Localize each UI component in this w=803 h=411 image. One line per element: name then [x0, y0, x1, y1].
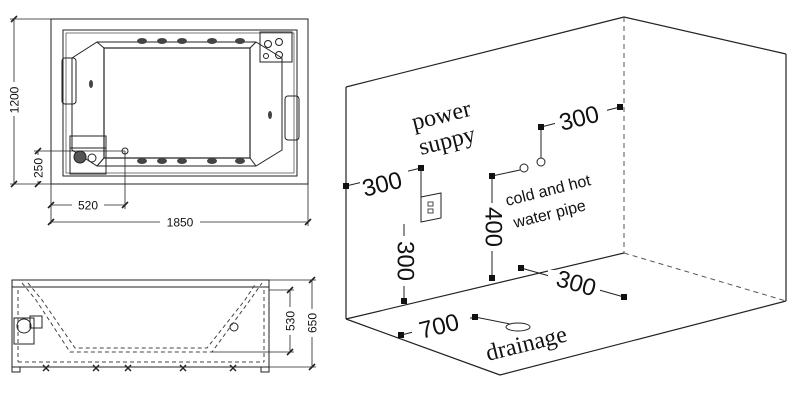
wall-floor-seam [345, 252, 625, 320]
side-dimension-ticks [286, 276, 316, 371]
room-corner-view [345, 16, 787, 376]
basin-corner-line [249, 41, 257, 49]
side-fitting-icon [229, 322, 239, 332]
tub-rim [62, 29, 298, 177]
label-bg [548, 270, 600, 296]
cold-water-pipe-icon [519, 163, 529, 173]
side-pump-motor-icon [16, 318, 32, 334]
label-bg [412, 313, 470, 339]
dim-label-250: 250 [32, 158, 46, 178]
room-hidden-edges [623, 17, 787, 302]
floor-front-edge [345, 318, 501, 376]
side-leg [260, 366, 270, 373]
power-outlet-icon [420, 168, 442, 223]
side-pump-body [13, 317, 35, 345]
label-bg [305, 309, 319, 337]
hot-water-pipe-icon [536, 157, 546, 167]
side-pump-fitting [29, 315, 43, 329]
pump-box [69, 135, 107, 175]
side-jets [89, 80, 272, 119]
right-headrest [284, 95, 300, 141]
plan-dimension-lines [10, 18, 309, 226]
label-bg [72, 199, 104, 212]
dim-label-1850: 1850 [167, 216, 194, 230]
label-bg [482, 203, 502, 251]
label-bg [32, 155, 45, 181]
label-bg [283, 307, 297, 335]
side-basin-dashed [17, 282, 265, 363]
dim-label-520: 520 [78, 199, 98, 213]
bathtub-plan-view [50, 18, 309, 185]
plan-dimension-ticks [10, 15, 312, 226]
basin-corner-line [96, 41, 105, 49]
dim-label-1200: 1200 [8, 86, 22, 113]
jet-row-top [137, 38, 245, 44]
control-panel [259, 31, 293, 63]
label-bg [360, 170, 408, 196]
drain-hole-icon [505, 322, 531, 332]
label-bg [395, 236, 415, 286]
dim-label-650: 650 [306, 313, 320, 333]
control-knob-icon [275, 51, 283, 59]
side-outer-frame [11, 279, 270, 368]
tub-rim-inner [65, 32, 295, 174]
side-base-marks [42, 364, 237, 372]
floor-right-edge [499, 300, 787, 376]
label-bg [160, 216, 200, 229]
tub-outer-outline [50, 18, 309, 185]
jet-row-bottom [137, 158, 245, 164]
pump-motor-icon [73, 150, 87, 164]
tub-basin-floor [103, 47, 251, 159]
dim-label-530: 530 [284, 311, 298, 331]
label-bg [555, 104, 607, 130]
bathtub-side-view [11, 279, 270, 373]
side-leg [11, 366, 21, 373]
pump-fitting-icon [87, 153, 97, 163]
label-bg [8, 82, 21, 116]
side-wall-top-edge [623, 16, 787, 55]
dim-pipe-height: 400 [480, 207, 507, 247]
basin-corner-line [96, 157, 105, 167]
back-wall-top-edge [345, 16, 625, 88]
dim-power-height: 300 [392, 241, 419, 281]
basin-corner-line [249, 157, 257, 167]
control-knob-icon [264, 40, 272, 48]
left-headrest [61, 57, 77, 105]
control-knob-icon [275, 38, 283, 46]
control-knob-icon [263, 53, 269, 59]
